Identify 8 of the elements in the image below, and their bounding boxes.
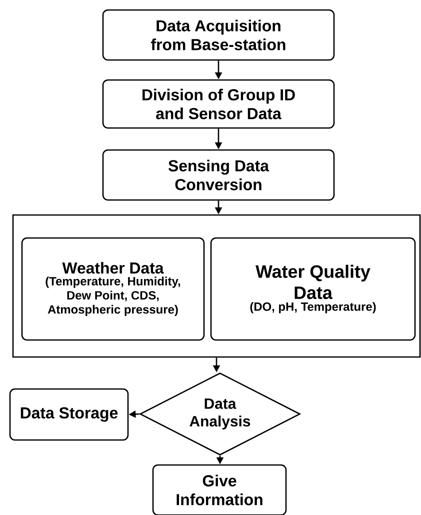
process-box: Sensing Data Conversion [102,149,335,201]
process-box: Data Acquisition from Base-station [102,9,335,61]
process-box: Division of Group ID and Sensor Data [102,79,335,129]
data-box: Weather Data (Temperature, Humidity, Dew Point, CDS, Atmospheric pressure) [21,237,205,341]
output-box: Give Information [152,464,287,515]
group-box [12,214,421,358]
storage-box: Data Storage [9,388,129,441]
data-box: Water Quality Data (DO, pH, Temperature) [210,237,416,341]
